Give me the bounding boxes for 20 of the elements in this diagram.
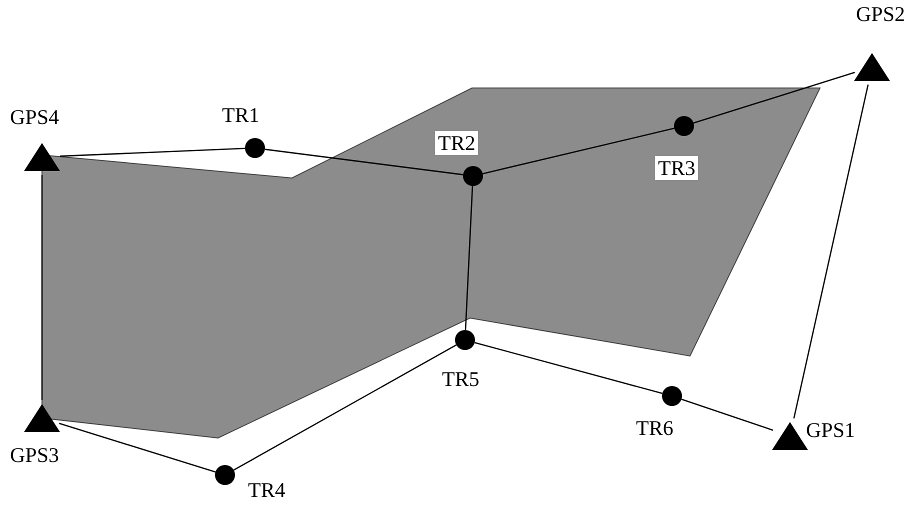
station-label: TR6: [636, 416, 674, 440]
station-label: GPS4: [10, 105, 60, 129]
survey-line: [464, 186, 474, 330]
survey-line: [793, 84, 869, 419]
station-label: TR2: [435, 131, 478, 155]
station-label: GPS2: [856, 2, 906, 26]
survey-line: [681, 398, 774, 431]
survey-line: [693, 72, 855, 124]
survey-line: [59, 422, 216, 473]
station-label: TR1: [222, 103, 260, 127]
survey-line: [233, 344, 457, 471]
survey-line: [474, 342, 662, 394]
survey-line: [482, 128, 674, 174]
survey-line: [41, 175, 43, 400]
station-label: TR3: [655, 156, 698, 180]
station-label: GPS3: [10, 443, 60, 467]
station-label: GPS1: [806, 418, 856, 442]
station-label: TR4: [248, 478, 286, 502]
survey-line: [264, 148, 464, 176]
station-label: TR5: [442, 367, 480, 391]
